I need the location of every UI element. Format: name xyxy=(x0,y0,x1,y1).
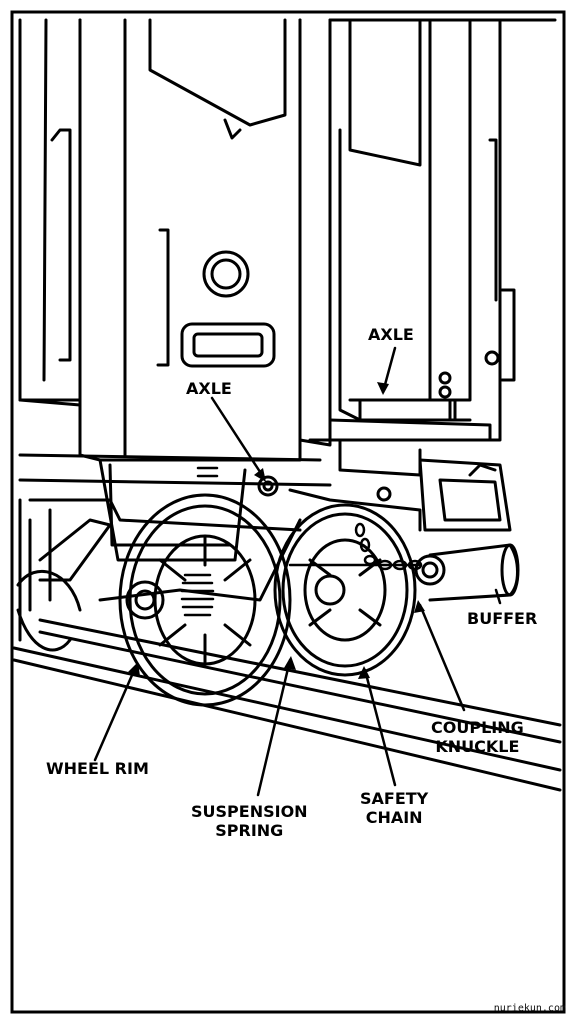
label-axle-top: AXLE xyxy=(368,325,414,344)
label-buffer: BUFFER xyxy=(467,609,537,628)
label-wheel-rim: WHEEL RIM xyxy=(46,759,149,778)
label-axle-left: AXLE xyxy=(186,379,232,398)
label-safety-chain-line2: CHAIN xyxy=(360,808,428,827)
label-suspension-spring-line2: SPRING xyxy=(191,821,308,840)
label-safety-chain: SAFETY CHAIN xyxy=(360,789,428,827)
label-suspension-spring-line1: SUSPENSION xyxy=(191,802,308,821)
label-suspension-spring: SUSPENSION SPRING xyxy=(191,802,308,840)
label-coupling-knuckle-line1: COUPLING xyxy=(431,718,524,737)
site-credit: nuriekun.com xyxy=(494,1003,566,1014)
label-coupling-knuckle-line2: KNUCKLE xyxy=(431,737,524,756)
label-coupling-knuckle: COUPLING KNUCKLE xyxy=(431,718,524,756)
label-safety-chain-line1: SAFETY xyxy=(360,789,428,808)
